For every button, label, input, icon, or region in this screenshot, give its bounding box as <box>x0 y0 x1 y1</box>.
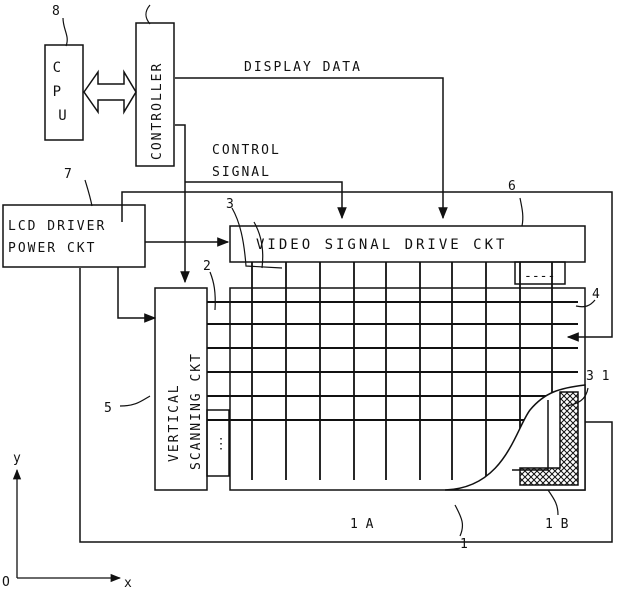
ref-6: 6 <box>508 179 516 194</box>
cpu-label: C P U <box>53 60 76 124</box>
ref-7: 7 <box>64 167 72 182</box>
bottom-frame <box>80 268 612 542</box>
vertical-label-1: VERTICAL <box>167 383 182 462</box>
control-signal-video <box>185 182 342 218</box>
lcd-power-label-1: LCD DRIVER <box>8 219 106 234</box>
controller-label: CONTROLLER <box>150 62 165 160</box>
axis-x-label: x <box>124 576 132 589</box>
control-signal-line <box>175 125 185 282</box>
outer-frame <box>122 192 612 337</box>
power-to-vertical <box>118 267 155 318</box>
bus-arrow <box>84 72 136 112</box>
control-signal-label-2: SIGNAL <box>212 165 271 180</box>
ref-31: 3 1 <box>586 369 609 384</box>
vertical-dots: ⋮ <box>214 436 231 452</box>
ref-1A: 1 A <box>350 517 374 532</box>
video-dashes: ---- <box>524 269 555 284</box>
ref-4: 4 <box>592 287 600 302</box>
ref-3: 3 <box>226 197 234 212</box>
video-drive-label: VIDEO SIGNAL DRIVE CKT <box>256 237 507 253</box>
display-data-label: DISPLAY DATA <box>244 60 362 75</box>
control-signal-label-1: CONTROL <box>212 143 281 158</box>
axis-y-label: y <box>13 451 21 466</box>
vertical-label-2: SCANNING CKT <box>189 352 204 470</box>
ref-5: 5 <box>104 401 112 416</box>
ref-1: 1 <box>460 537 468 552</box>
ref-1B: 1 B <box>545 517 569 532</box>
axis-origin-label: O <box>2 575 10 589</box>
ref-8: 8 <box>52 4 60 19</box>
lcd-power-label-2: POWER CKT <box>8 241 96 256</box>
ref-2: 2 <box>203 259 211 274</box>
lcd-power-box <box>3 205 145 267</box>
